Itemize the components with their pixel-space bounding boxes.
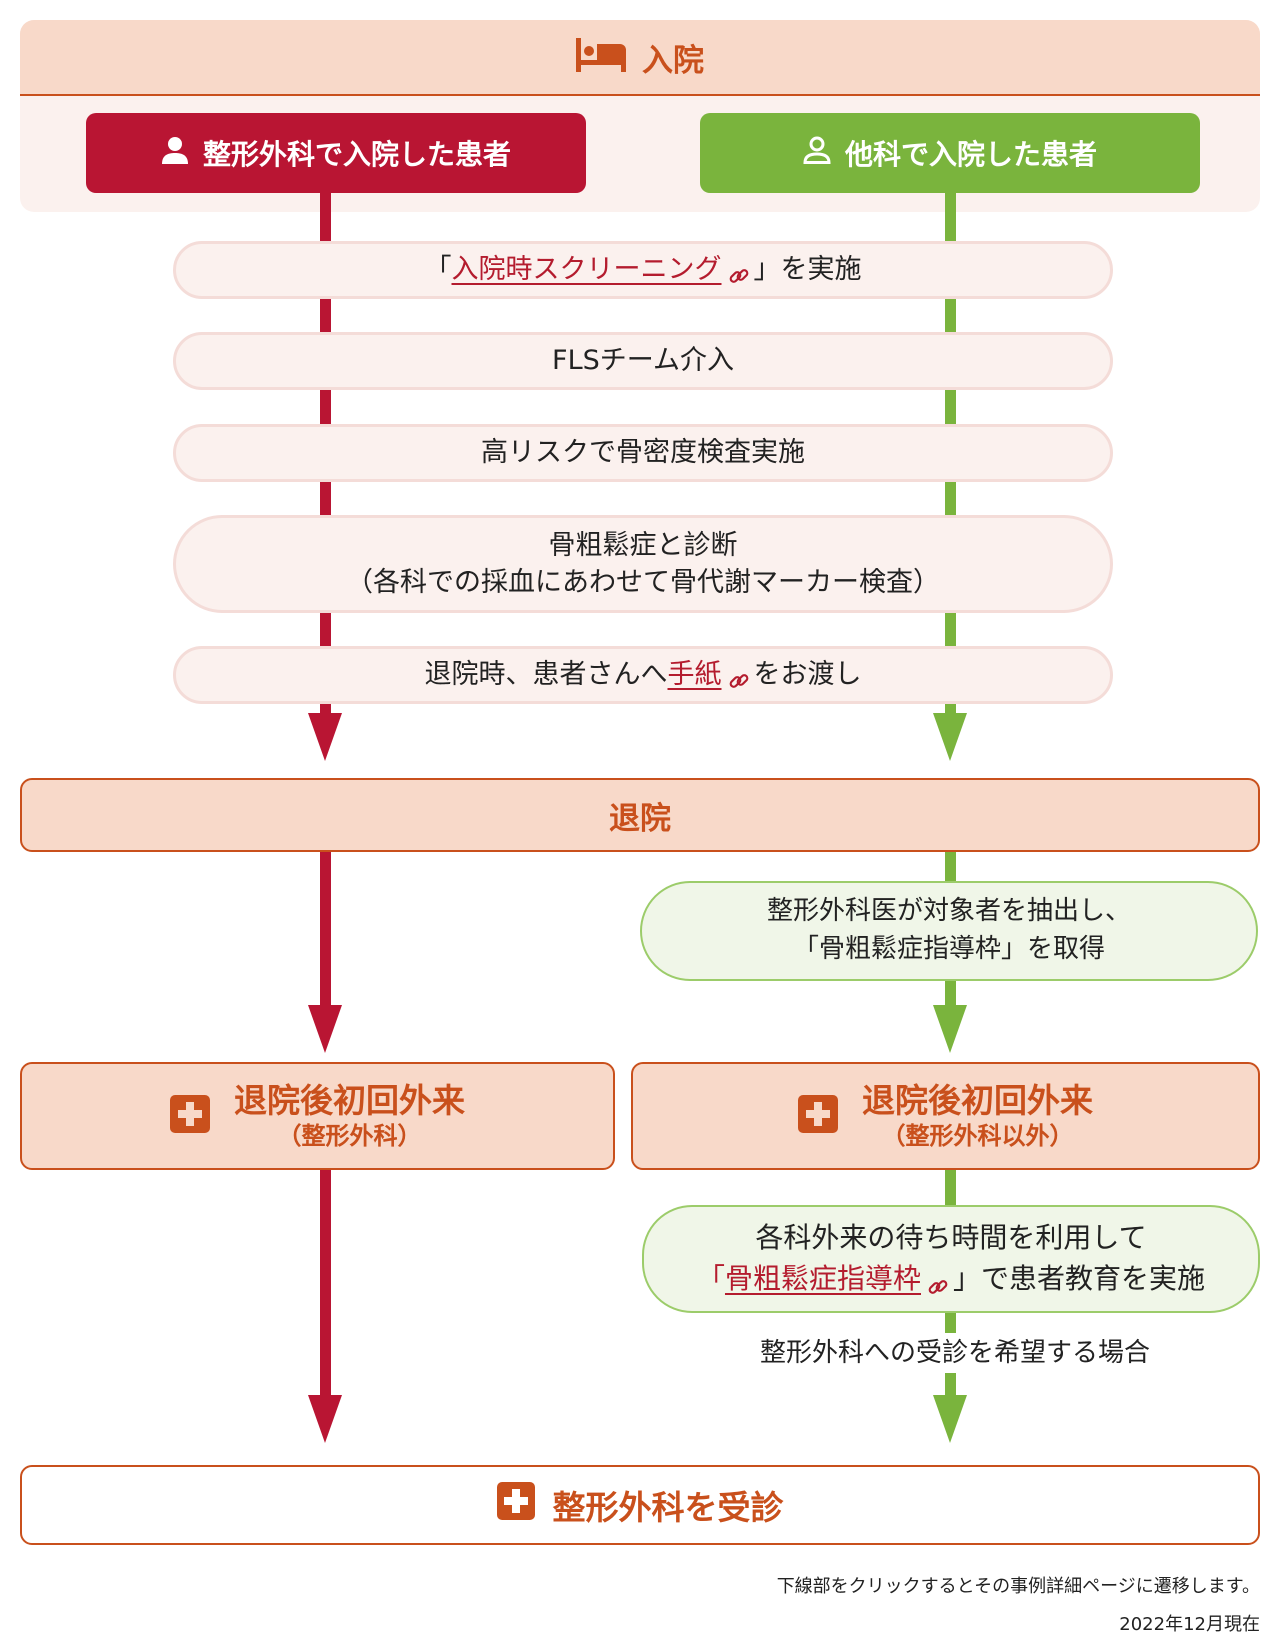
outpatient-ortho-title: 退院後初回外来 <box>234 1080 465 1120</box>
step-screening: 「入院時スクリーニング」を実施 <box>173 241 1113 299</box>
guidance-slot-link[interactable]: 骨粗鬆症指導枠 <box>724 1262 921 1295</box>
outpatient-other-sub: （整形外科以外） <box>881 1122 1074 1151</box>
medical-cross-icon <box>496 1482 535 1528</box>
medical-cross-icon <box>798 1095 838 1137</box>
admission-header: 入院 <box>20 20 1260 96</box>
ortho-patient-box: 整形外科で入院した患者 <box>86 113 586 193</box>
bed-icon <box>576 38 626 76</box>
outpatient-ortho-box: 退院後初回外来 （整形外科） <box>20 1062 615 1170</box>
diagnosis-line1: 骨粗鬆症と診断 <box>548 529 738 561</box>
extract-line2: 「骨粗鬆症指導枠」を取得 <box>792 934 1105 964</box>
discharge-label: 退院 <box>609 800 671 837</box>
link-icon[interactable] <box>927 1269 949 1294</box>
education-line1: 各科外来の待ち時間を利用して <box>755 1221 1147 1255</box>
education-suffix: 」で患者教育を実施 <box>953 1262 1206 1295</box>
medical-cross-icon <box>170 1095 210 1137</box>
extract-step: 整形外科医が対象者を抽出し、 「骨粗鬆症指導枠」を取得 <box>640 881 1258 981</box>
link-icon[interactable] <box>728 260 750 283</box>
other-arrow-to-discharge <box>933 713 967 761</box>
step-fls: FLSチーム介入 <box>173 332 1113 390</box>
letter-link[interactable]: 手紙 <box>667 659 722 691</box>
letter-suffix: をお渡し <box>753 659 862 691</box>
link-icon[interactable] <box>728 665 750 688</box>
final-visit-label: 整形外科を受診 <box>552 1488 784 1527</box>
other-patient-box: 他科で入院した患者 <box>700 113 1200 193</box>
user-solid-icon <box>161 136 189 171</box>
step-diagnosis: 骨粗鬆症と診断 （各科での採血にあわせて骨代謝マーカー検査） <box>173 515 1113 613</box>
other-arrow-to-final <box>933 1395 967 1443</box>
letter-prefix: 退院時、患者さんへ <box>424 659 668 691</box>
final-visit-box: 整形外科を受診 <box>20 1465 1260 1545</box>
link-hint-note: 下線部をクリックするとその事例詳細ページに遷移します。 <box>776 1576 1260 1597</box>
ortho-patient-label: 整形外科で入院した患者 <box>202 138 511 171</box>
outpatient-other-title: 退院後初回外来 <box>862 1080 1093 1120</box>
step-letter: 退院時、患者さんへ手紙をお渡し <box>173 646 1113 704</box>
bracket-open: 「 <box>424 254 452 286</box>
bracket-open: 「 <box>696 1262 725 1295</box>
user-outline-icon <box>803 136 831 171</box>
diagnosis-line2: （各科での採血にあわせて骨代謝マーカー検査） <box>346 567 940 598</box>
step-bmd: 高リスクで骨密度検査実施 <box>173 424 1113 482</box>
bmd-label: 高リスクで骨密度検査実施 <box>481 437 805 469</box>
screening-suffix: 」を実施 <box>753 254 862 286</box>
outpatient-other-box: 退院後初回外来 （整形外科以外） <box>631 1062 1260 1170</box>
ortho-arrow-to-final <box>308 1395 342 1443</box>
other-patient-label: 他科で入院した患者 <box>844 138 1097 171</box>
ortho-flow-line-2 <box>320 852 331 1007</box>
ortho-arrow-to-discharge <box>308 713 342 761</box>
ortho-flow-line-3 <box>320 1170 331 1395</box>
condition-label: 整形外科への受診を希望する場合 <box>720 1333 1190 1373</box>
outpatient-ortho-sub: （整形外科） <box>277 1122 422 1151</box>
education-step: 各科外来の待ち時間を利用して 「骨粗鬆症指導枠」で患者教育を実施 <box>642 1205 1260 1313</box>
screening-link[interactable]: 入院時スクリーニング <box>451 254 722 286</box>
ortho-arrow-to-outpatient <box>308 1005 342 1053</box>
extract-line1: 整形外科医が対象者を抽出し、 <box>766 896 1131 927</box>
discharge-box: 退院 <box>20 778 1260 852</box>
admission-title: 入院 <box>642 42 704 79</box>
as-of-date: 2022年12月現在 <box>1119 1614 1260 1635</box>
fls-label: FLSチーム介入 <box>552 345 734 377</box>
other-arrow-to-outpatient <box>933 1005 967 1053</box>
